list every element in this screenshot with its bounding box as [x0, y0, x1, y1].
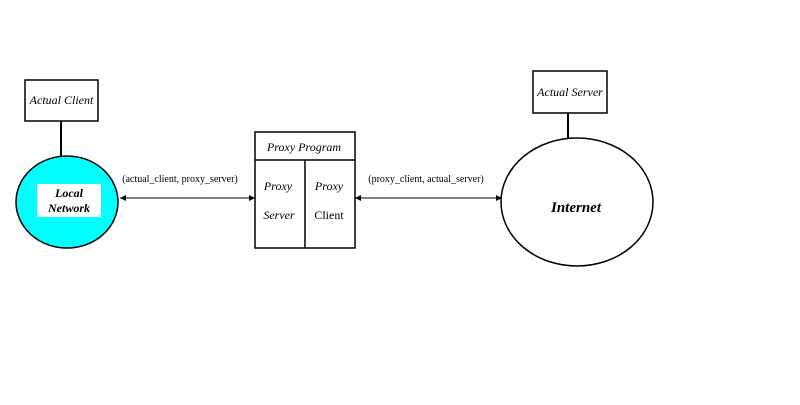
left-link: (actual_client, proxy_server) — [120, 174, 255, 201]
internet-label: Internet — [550, 200, 602, 216]
local-network-label-line2: Network — [47, 201, 90, 215]
left-link-label: (actual_client, proxy_server) — [122, 174, 238, 185]
proxy-client-line1: Proxy — [314, 179, 344, 193]
actual-client-box — [24, 79, 99, 122]
proxy-server-line1: Proxy — [263, 179, 293, 193]
right-link: (proxy_client, actual_server) — [355, 174, 502, 201]
proxy-program-title: Proxy Program — [266, 140, 341, 154]
local-network-label-box — [37, 184, 101, 217]
actual-server-node: Actual Server — [532, 70, 608, 114]
actual-client-node: Actual Client — [24, 79, 99, 122]
proxy-client-line2: Client — [314, 208, 344, 222]
right-link-label: (proxy_client, actual_server) — [368, 174, 484, 185]
actual-client-label: Actual Client — [29, 93, 94, 107]
local-network-label-line1: Local — [54, 186, 84, 200]
proxy-server-line2: Server — [263, 208, 295, 222]
internet-node: Internet — [500, 137, 654, 267]
actual-server-label: Actual Server — [536, 85, 603, 99]
actual-server-box — [532, 70, 608, 114]
proxy-program-node: Proxy Program Proxy Server Proxy Client — [254, 131, 356, 249]
local-network-node: Local Network — [15, 155, 119, 249]
internet-ellipse — [500, 137, 654, 267]
